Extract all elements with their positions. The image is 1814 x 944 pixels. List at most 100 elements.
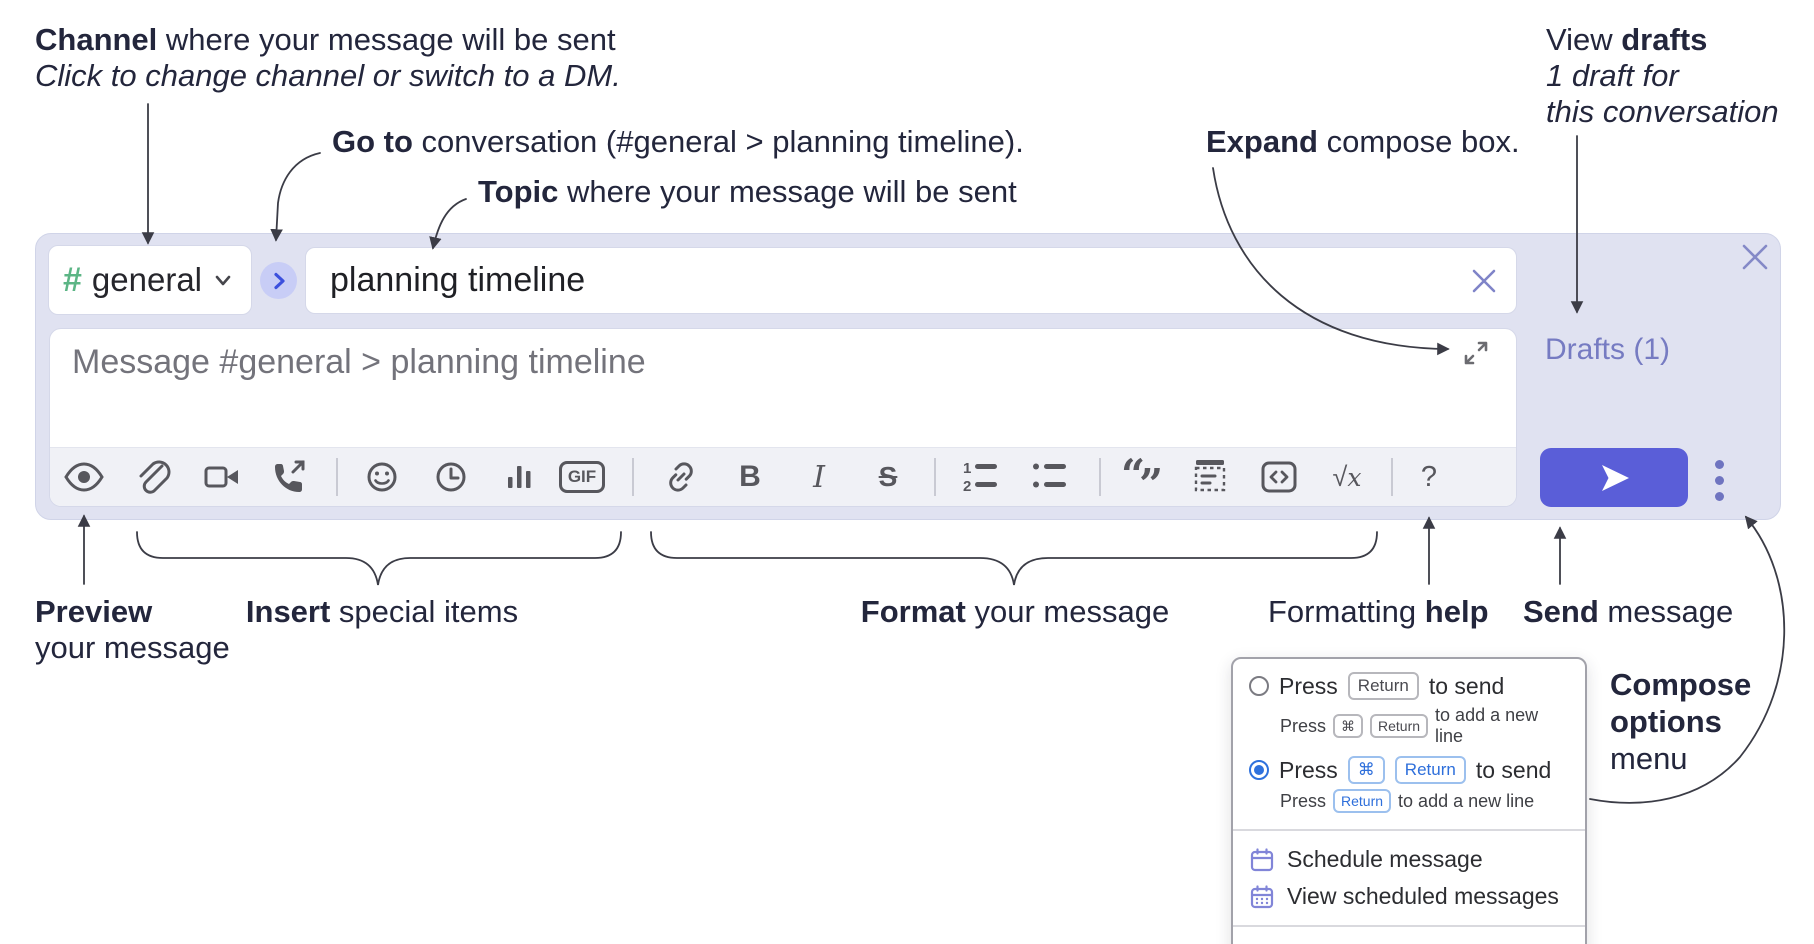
video-button[interactable]: [200, 455, 244, 499]
link-button[interactable]: [659, 455, 703, 499]
italic-button[interactable]: I: [797, 455, 841, 499]
return-to-send-option[interactable]: Press Return to send: [1249, 669, 1569, 703]
kebab-dot: [1715, 460, 1724, 469]
return-key: Return: [1333, 789, 1392, 813]
channel-name: general: [91, 261, 203, 298]
return-to-send-subtext: Press ⌘ Return to add a new line: [1280, 705, 1539, 746]
formatting-help-button[interactable]: ?: [1407, 455, 1451, 499]
question-mark-icon: ?: [1420, 460, 1438, 493]
expand-annotation: Expand compose box.: [1206, 124, 1520, 159]
svg-text:”: ”: [1139, 460, 1163, 499]
compose-options-annotation: Compose options menu: [1610, 667, 1752, 776]
gif-button[interactable]: GIF: [558, 455, 606, 499]
attach-button[interactable]: [131, 455, 175, 499]
formula-icon: √x: [1332, 461, 1362, 492]
kebab-dot: [1715, 492, 1724, 501]
toolbar-divider: [934, 458, 936, 496]
recent-button[interactable]: [429, 455, 473, 499]
formula-button[interactable]: √x: [1325, 455, 1369, 499]
expand-icon[interactable]: [1462, 339, 1490, 367]
return-key: Return: [1394, 756, 1466, 784]
preview-eye-button[interactable]: [62, 455, 106, 499]
emoji-button[interactable]: [360, 455, 404, 499]
hash-icon: #: [63, 260, 82, 299]
video-camera-icon: [204, 466, 238, 488]
return-key: Return: [1347, 672, 1419, 700]
toolbar-divider: [1391, 458, 1393, 496]
bar-chart-icon: [508, 466, 531, 488]
menu-divider: [1233, 925, 1585, 927]
italic-icon: I: [813, 459, 825, 495]
format-brace: [650, 531, 1378, 586]
radio-off-icon[interactable]: [1249, 676, 1269, 696]
compose-options-menu: Press Return to send Press ⌘ Return to a…: [1231, 657, 1587, 944]
drafts-link[interactable]: Drafts (1): [1545, 333, 1671, 366]
formatting-help-annotation: Formatting help: [1268, 594, 1489, 629]
chevron-down-icon: [215, 275, 231, 286]
toolbar-divider: [632, 458, 634, 496]
strikethrough-button[interactable]: S: [866, 455, 910, 499]
close-icon[interactable]: [1739, 241, 1771, 273]
svg-text:2: 2: [963, 478, 971, 495]
smiley-icon: [367, 462, 397, 492]
cmd-key: ⌘: [1333, 714, 1364, 738]
code-button[interactable]: [1257, 455, 1301, 499]
eye-icon: [64, 462, 104, 492]
toolbar-divider: [336, 458, 338, 496]
channel-selector[interactable]: # general: [48, 245, 252, 315]
toolbar-divider: [1099, 458, 1101, 496]
return-key: Return: [1370, 714, 1429, 738]
bulleted-list-button[interactable]: [1028, 455, 1072, 499]
poll-button[interactable]: [497, 455, 541, 499]
insert-brace: [136, 531, 622, 586]
topic-annotation: Topic where your message will be sent: [478, 174, 1017, 209]
ordered-list-icon: 12: [963, 460, 997, 495]
topic-input[interactable]: planning timeline: [305, 247, 1517, 314]
calendar-icon: [1250, 847, 1274, 871]
save-draft-item[interactable]: Save draft and start a new message: [1249, 937, 1569, 944]
bold-icon: B: [739, 460, 761, 493]
link-icon: [669, 462, 693, 492]
code-block-button[interactable]: [1188, 455, 1232, 499]
clear-topic-icon[interactable]: [1470, 267, 1498, 295]
code-block-icon: [1194, 460, 1226, 492]
cmd-return-to-send-option[interactable]: Press ⌘ Return to send: [1249, 753, 1569, 787]
compose-options-button[interactable]: [1715, 460, 1724, 501]
cmd-key: ⌘: [1347, 756, 1385, 784]
code-icon: [1261, 461, 1297, 493]
insert-annotation: Insert special items: [245, 594, 519, 629]
blockquote-button[interactable]: “”: [1119, 455, 1163, 499]
kebab-dot: [1715, 476, 1724, 485]
bulleted-list-icon: [1033, 463, 1066, 488]
menu-divider: [1233, 829, 1585, 831]
strikethrough-icon: S: [878, 461, 898, 492]
preview-annotation: Preview your message: [35, 594, 230, 665]
view-drafts-annotation: View drafts 1 draft for this conversatio…: [1546, 22, 1779, 129]
topic-value: planning timeline: [330, 261, 586, 299]
clock-icon: [436, 462, 466, 492]
send-button[interactable]: [1540, 448, 1688, 507]
calendar-grid-icon: [1250, 884, 1274, 908]
audio-call-button[interactable]: [267, 455, 311, 499]
blockquote-icon: “”: [1121, 455, 1163, 499]
go-to-conversation-button[interactable]: [260, 262, 297, 299]
message-placeholder: Message #general > planning timeline: [72, 343, 646, 381]
goto-arrow: [270, 152, 321, 242]
channel-annotation: Channel where your message will be sent …: [35, 22, 621, 93]
schedule-message-item[interactable]: Schedule message: [1249, 841, 1569, 878]
svg-text:1: 1: [963, 460, 971, 477]
format-annotation: Format your message: [860, 594, 1170, 629]
svg-text:“: “: [1121, 455, 1145, 499]
view-scheduled-messages-item[interactable]: View scheduled messages: [1249, 878, 1569, 915]
radio-on-icon[interactable]: [1249, 760, 1269, 780]
gif-icon: GIF: [558, 461, 606, 493]
bold-button[interactable]: B: [728, 455, 772, 499]
send-annotation: Send message: [1523, 594, 1734, 629]
cmd-return-subtext: Press Return to add a new line: [1280, 787, 1569, 819]
goto-annotation: Go to conversation (#general > planning …: [332, 124, 1024, 159]
phone-icon: [275, 460, 305, 492]
paperclip-icon: [139, 460, 171, 494]
chevron-right-icon: [273, 272, 285, 289]
